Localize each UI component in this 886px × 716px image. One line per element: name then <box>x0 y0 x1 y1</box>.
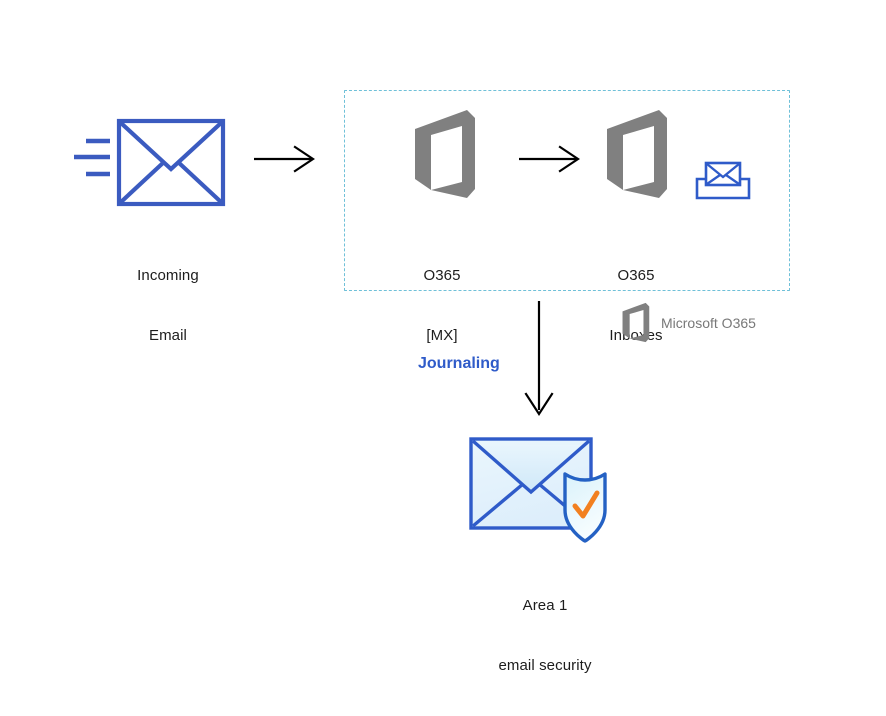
o365-mx-node <box>405 108 481 200</box>
o365-mx-label: O365 [MX] <box>372 226 512 386</box>
arrow-right-icon <box>519 145 580 173</box>
area1-label-line1: Area 1 <box>522 597 568 614</box>
legend-microsoft-o365: Microsoft O365 <box>618 302 756 343</box>
area1-email-security-node <box>465 430 625 548</box>
speed-lines-icon <box>74 138 110 177</box>
o365-inboxes-node <box>597 108 673 200</box>
area1-label-line2: email security <box>498 657 592 674</box>
journaling-edge-label: Journaling <box>418 355 500 372</box>
inbox-tray-envelope-icon-glyph <box>695 161 751 200</box>
incoming-email-node <box>60 112 235 212</box>
edge-inboxes-to-area1 <box>516 300 562 420</box>
legend-microsoft-o365-label: Microsoft O365 <box>661 314 756 331</box>
o365-inboxes-label-line1: O365 <box>617 267 655 284</box>
incoming-email-label: Incoming Email <box>78 226 258 386</box>
arrow-right-icon <box>254 145 315 173</box>
diagram-canvas: Incoming Email O365 [MX] <box>60 90 790 674</box>
envelope-shield-check-icon <box>469 437 607 543</box>
incoming-email-label-line2: Email <box>148 327 187 344</box>
arrow-down-icon <box>524 301 554 417</box>
area1-email-security-label: Area 1 email security <box>455 556 635 716</box>
office365-logo-icon <box>607 110 667 198</box>
office365-logo-icon <box>415 110 475 198</box>
edge-mx-to-inboxes <box>518 144 582 174</box>
edge-incoming-to-mx <box>253 144 317 174</box>
inbox-tray-envelope-icon <box>694 158 752 202</box>
o365-mx-label-line1: O365 <box>423 267 461 284</box>
incoming-email-label-line1: Incoming <box>137 267 199 284</box>
o365-mx-label-line2: [MX] <box>426 327 458 344</box>
office365-logo-icon <box>622 302 650 343</box>
o365-tenant-boundary <box>344 90 790 291</box>
envelope-with-speed-lines-icon <box>74 118 226 207</box>
